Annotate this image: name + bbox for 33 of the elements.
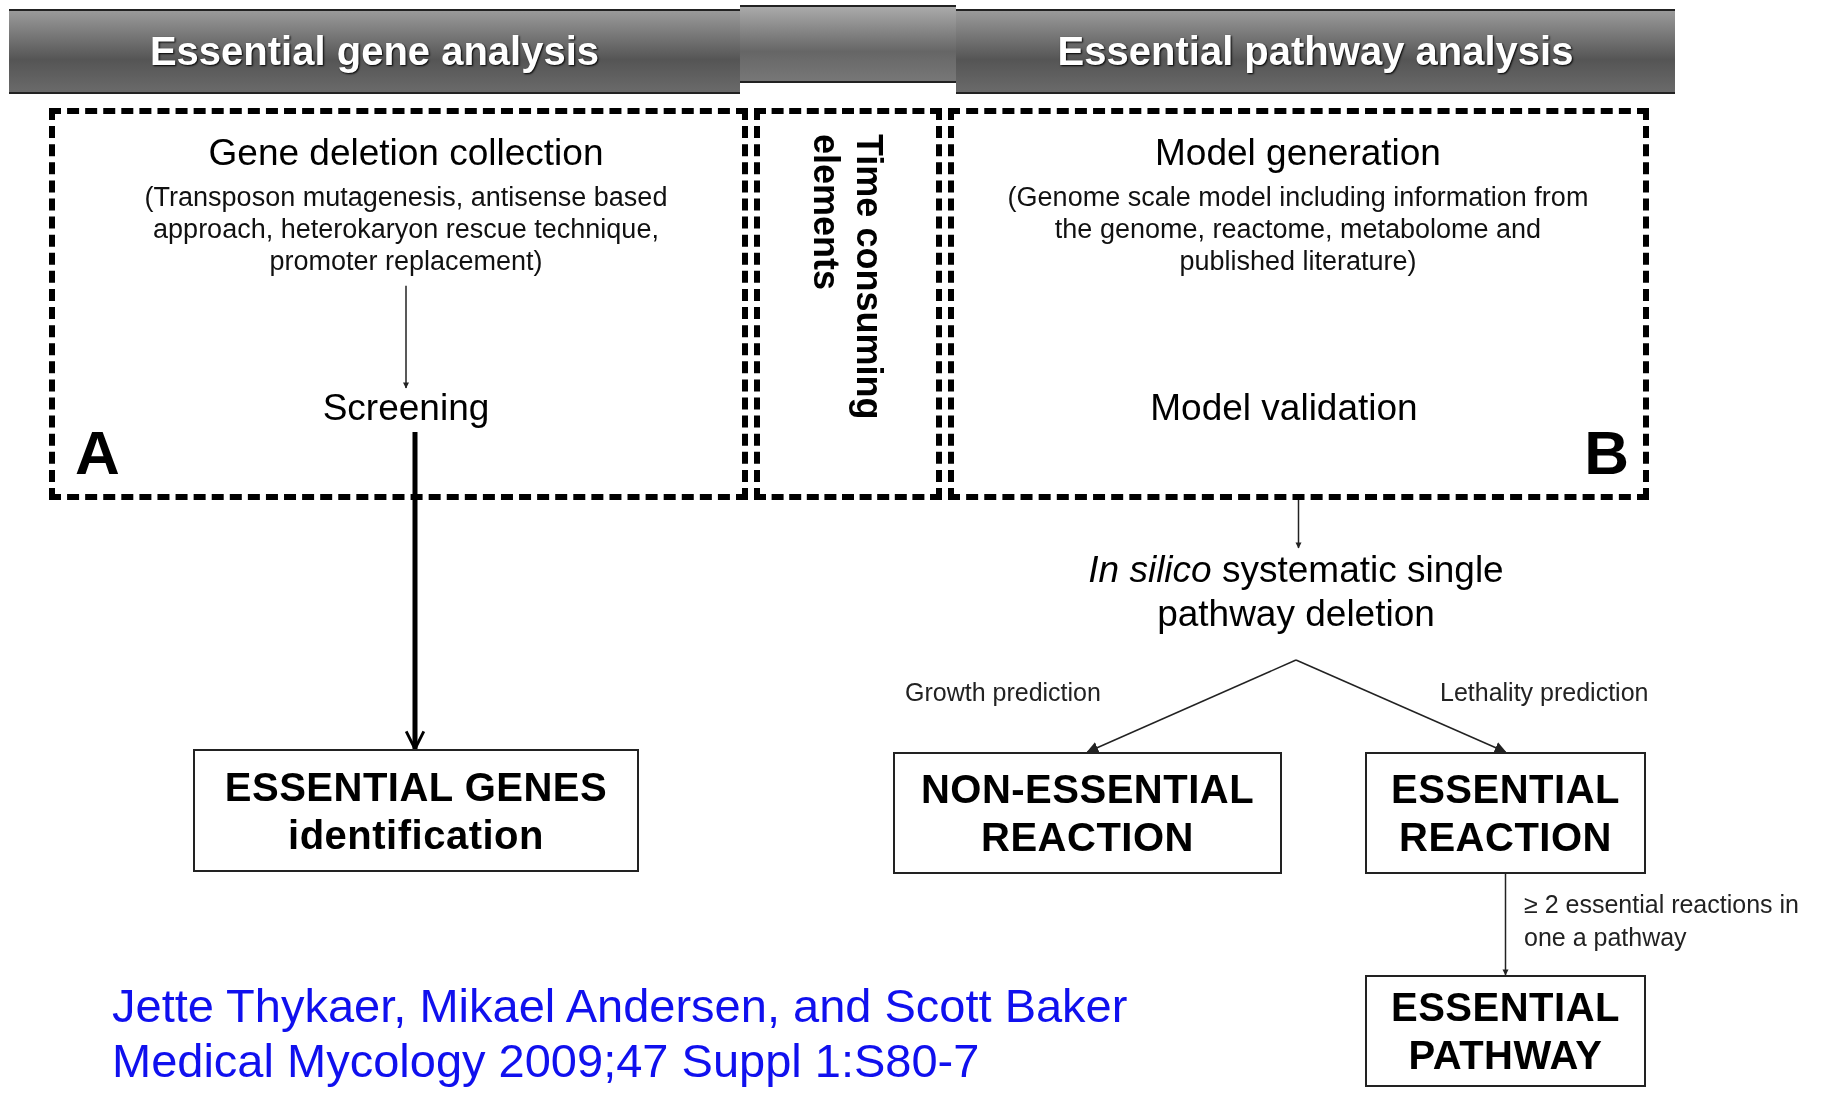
header-title: Essential pathway analysis (1057, 29, 1574, 74)
result-box (193, 749, 639, 872)
step-description: (Transposon mutagenesis, antisense based approach, heterokaryon rescue technique, promoter replacement) (143, 180, 669, 278)
step-heading: Model generation (1154, 132, 1442, 175)
arrow (1295, 659, 1507, 754)
dashed-frame (948, 108, 1649, 500)
vertical-label: Time consuming elements (805, 134, 892, 422)
citation-text: Jette Thykaer, Mikael Andersen, and Scott Baker (112, 980, 1128, 1032)
result-label: ESSENTIAL REACTION (1390, 766, 1621, 861)
step-text: Model validation (1150, 387, 1418, 428)
step-description: (Genome scale model including information from the genome, reactome, metabolome and published literature) (1006, 180, 1590, 278)
citation-text: Medical Mycology 2009;47 Suppl 1:S80-7 (112, 1035, 980, 1087)
step-text: Screening (322, 387, 490, 428)
panel-letter: B (1584, 422, 1629, 484)
arrow (1295, 499, 1302, 549)
header-title: Essential gene analysis (149, 29, 600, 74)
arrow (1086, 659, 1297, 754)
arrow (1502, 873, 1509, 976)
panel-letter: A (75, 422, 120, 484)
step-text: In silico systematic single pathway deletion (1088, 549, 1504, 635)
dashed-frame (754, 108, 942, 500)
header-band (956, 9, 1675, 94)
header-band (9, 9, 740, 94)
result-box (893, 752, 1282, 874)
step-heading: Gene deletion collection (207, 132, 605, 175)
dashed-frame (49, 108, 748, 500)
result-label: NON-ESSENTIAL REACTION (919, 766, 1256, 861)
arrow (403, 284, 409, 389)
result-label: ESSENTIAL GENES identification (223, 763, 609, 859)
result-label: ESSENTIAL PATHWAY (1390, 984, 1621, 1079)
result-box (1365, 752, 1646, 874)
arrow (404, 432, 426, 751)
result-box (1365, 975, 1646, 1087)
